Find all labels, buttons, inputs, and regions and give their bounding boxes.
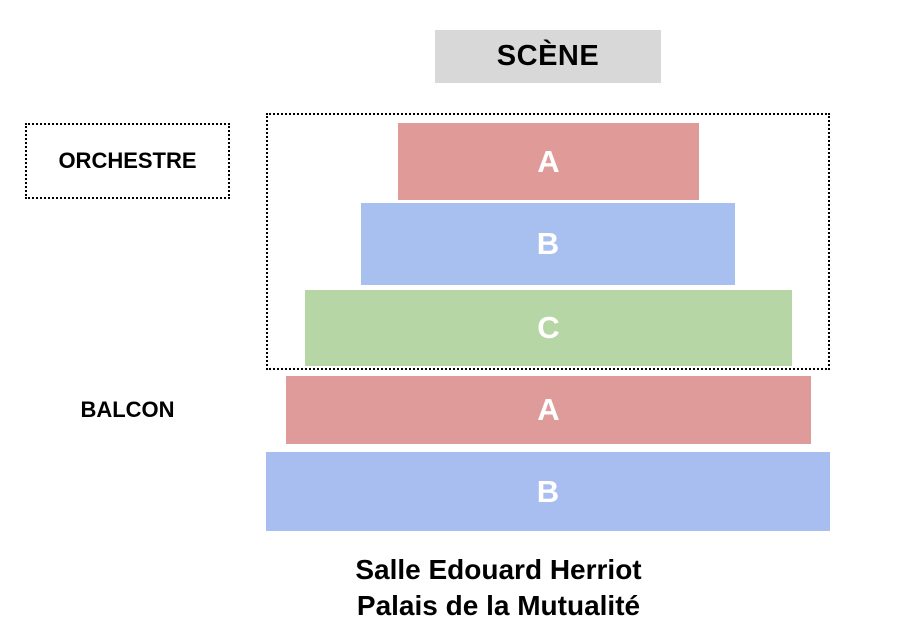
orchestre-region-outline	[266, 113, 830, 370]
seat-block-letter: B	[536, 473, 560, 509]
seat-block-letter: C	[537, 310, 560, 345]
seat-block-orchestre-c[interactable]: C	[305, 290, 792, 366]
section-label-orchestre-text: ORCHESTRE	[58, 148, 197, 173]
stage-label: SCÈNE	[496, 40, 600, 72]
stage-box: SCÈNE	[435, 30, 661, 83]
venue-caption: Salle Edouard Herriot Palais de la Mutua…	[0, 552, 897, 624]
venue-building: Palais de la Mutualité	[356, 590, 641, 621]
seat-block-orchestre-b[interactable]: B	[361, 203, 735, 285]
seat-block-letter: A	[537, 392, 560, 427]
seat-block-letter: A	[537, 143, 560, 179]
seat-block-balcon-a[interactable]: A	[286, 376, 811, 444]
section-label-orchestre: ORCHESTRE	[25, 123, 230, 199]
seat-block-balcon-b[interactable]: B	[266, 452, 830, 531]
seat-block-orchestre-a[interactable]: A	[398, 123, 699, 200]
venue-name: Salle Edouard Herriot	[355, 554, 642, 585]
seat-block-letter: B	[536, 226, 560, 261]
section-label-balcon-text: BALCON	[80, 397, 175, 422]
section-label-balcon: BALCON	[25, 388, 230, 432]
